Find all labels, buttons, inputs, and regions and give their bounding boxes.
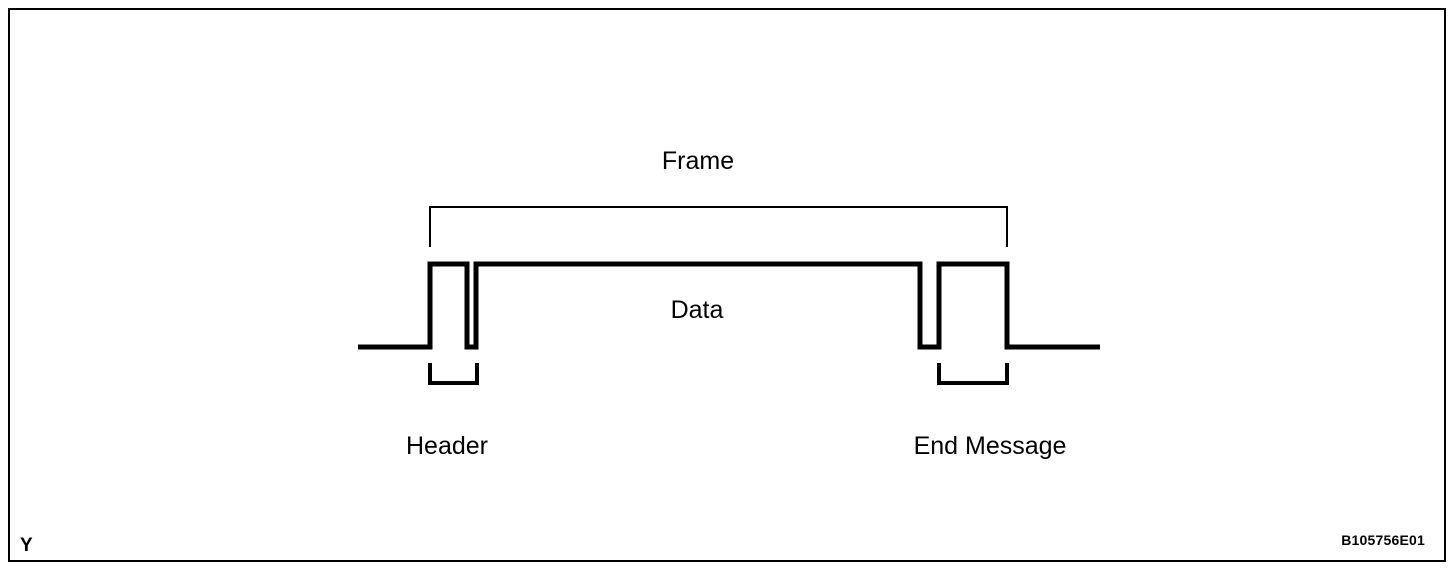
frame-bracket (429, 206, 1008, 247)
signal-waveform: Data (358, 261, 1100, 350)
corner-mark: Y (20, 535, 33, 556)
header-bracket (428, 363, 479, 385)
data-label: Data (671, 296, 724, 324)
frame-label: Frame (662, 147, 734, 175)
header-label: Header (406, 432, 488, 460)
waveform-path (358, 261, 1100, 350)
figure-code: B105756E01 (1341, 532, 1425, 548)
end-message-label: End Message (914, 432, 1067, 460)
end-message-bracket (937, 363, 1009, 385)
frame-annotation: Frame (429, 147, 1008, 247)
end-message-annotation: End Message (914, 363, 1067, 460)
figure-border (8, 8, 1446, 562)
header-annotation: Header (406, 363, 488, 460)
